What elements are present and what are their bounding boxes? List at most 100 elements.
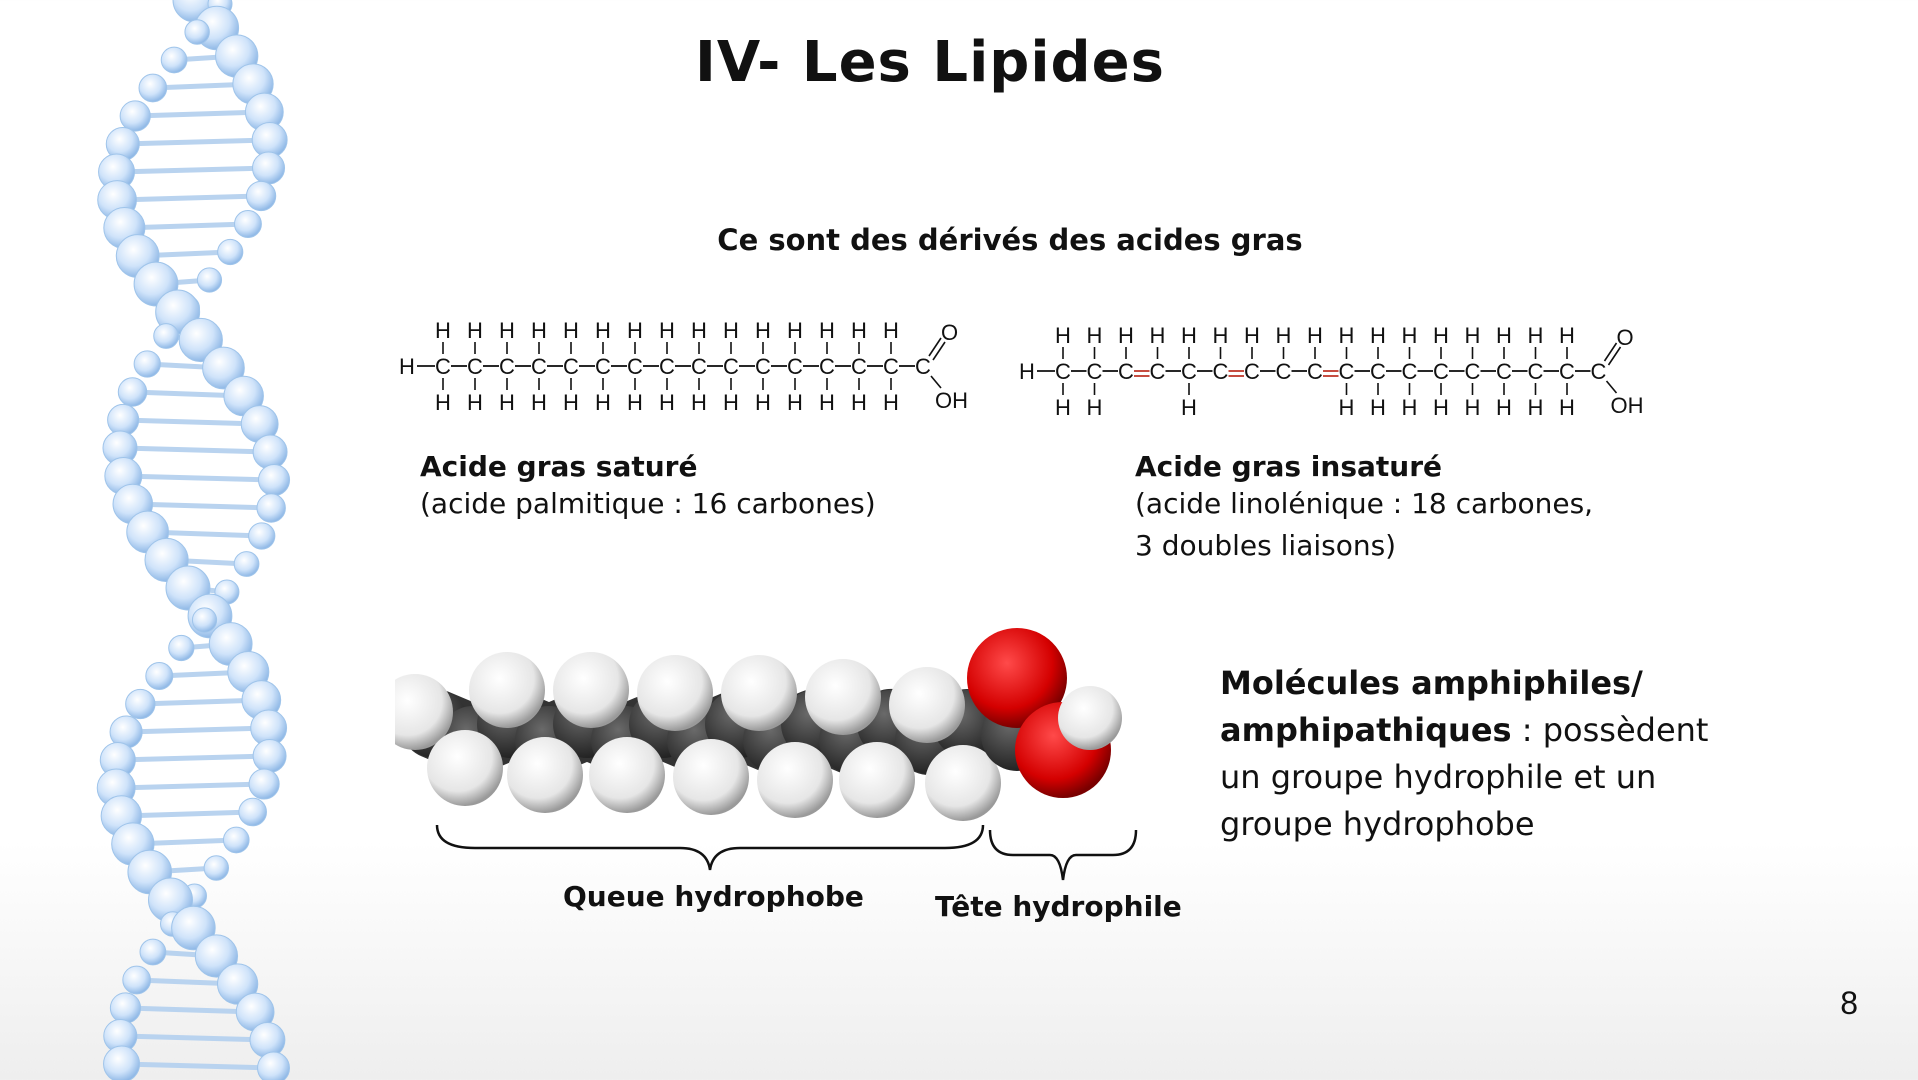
carbon-atom: C (659, 354, 675, 379)
carbon-atom: C (851, 354, 867, 379)
hydrogen-atom: H (1370, 323, 1386, 348)
hydrophile-brace (988, 829, 1138, 881)
carbon-atom: C (595, 354, 611, 379)
carbon-atom: C (1433, 359, 1449, 384)
hydrogen-atom: H (531, 318, 547, 343)
saturated-label: Acide gras saturé (420, 450, 698, 483)
helix-bead (203, 855, 230, 881)
hydrogen-atom: H (851, 390, 867, 415)
carbon-atom: C (1528, 359, 1544, 384)
hydrogen-atom: H (467, 390, 483, 415)
saturated-detail: (acide palmitique : 16 carbones) (420, 487, 876, 520)
hydrogen-atom-sphere (637, 655, 713, 731)
helix-bead (248, 768, 280, 800)
hydrogen-atom: H (691, 318, 707, 343)
helix-bead (252, 434, 288, 470)
oxygen-atom: O (941, 320, 958, 345)
bond (930, 375, 942, 389)
helix-bead (222, 826, 250, 854)
carbon-atom: C (787, 354, 803, 379)
bond (1605, 380, 1618, 394)
hydrogen-atom: H (1055, 395, 1071, 420)
helix-bead (119, 100, 151, 132)
carbon-atom: C (723, 354, 739, 379)
carbon-atom: C (819, 354, 835, 379)
hydrogen-atom: H (1087, 395, 1103, 420)
hydrogen-atom: H (1402, 323, 1418, 348)
hydrogen-atom: H (1118, 323, 1134, 348)
hydrogen-atom: H (627, 318, 643, 343)
helix-bead (122, 965, 152, 995)
hydrogen-atom: H (1433, 395, 1449, 420)
slide-title: IV- Les Lipides (695, 30, 1165, 95)
slide-subtitle: Ce sont des dérivés des acides gras (717, 223, 1303, 257)
saturated-caption: Acide gras saturé (acide palmitique : 16… (420, 450, 876, 525)
bond (1603, 342, 1618, 362)
helix-rung (140, 697, 262, 707)
hydrogen-atom: H (659, 390, 675, 415)
hydrogen-atom: H (595, 390, 611, 415)
amphiphilic-text-line2: : possèdent (1511, 711, 1709, 749)
hydrogen-atom: H (1150, 323, 1166, 348)
helix-rung (123, 417, 260, 427)
helix-bead (196, 267, 223, 293)
hydrogen-atom: H (1465, 323, 1481, 348)
helix-bead (252, 151, 286, 185)
hydrogen-atom-sphere (721, 655, 797, 731)
hydrogen-atom: H (1528, 395, 1544, 420)
carbon-atom: C (1370, 359, 1386, 384)
hydrogen-atom-sphere (839, 742, 915, 818)
carbon-atom: C (627, 354, 643, 379)
helix-rung (117, 753, 270, 763)
hydrogen-atom-sphere (805, 659, 881, 735)
amphiphilic-text-line4: groupe hydrophobe (1220, 805, 1535, 843)
helix-rung (119, 445, 271, 455)
space-filling-molecule-model (395, 628, 1122, 821)
hydrogen-atom: H (787, 318, 803, 343)
hydrogen-atom: H (723, 318, 739, 343)
hydrogen-atom-sphere (469, 652, 545, 728)
helix-bead (168, 634, 195, 662)
helix-bead (217, 238, 244, 266)
hydrogen-atom: H (1339, 323, 1355, 348)
carbon-atom: C (755, 354, 771, 379)
hydrophobe-brace (435, 824, 985, 871)
carbon-atom: C (1402, 359, 1418, 384)
carbon-atom: C (531, 354, 547, 379)
hydrogen-atom: H (883, 390, 899, 415)
unsaturated-caption: Acide gras insaturé (acide linolénique :… (1135, 450, 1593, 567)
hydrogen-atom: H (1244, 323, 1260, 348)
hydrogen-atom: H (1339, 395, 1355, 420)
helix-bead (249, 1022, 286, 1058)
oxygen-atom-sphere (967, 628, 1067, 728)
hydrogen-atom: H (1181, 323, 1197, 348)
carbon-atom: C (1055, 359, 1071, 384)
hydrogen-atom-sphere (925, 745, 1001, 821)
carbon-atom: C (1213, 359, 1229, 384)
hydrogen-atom: H (1019, 359, 1035, 384)
hydroxyl-group: OH (935, 388, 968, 413)
hydrogen-atom: H (435, 390, 451, 415)
hydrogen-atom-sphere (1058, 686, 1122, 750)
helix-bead (133, 350, 161, 378)
hydrogen-atom: H (595, 318, 611, 343)
carbon-atom: C (1181, 359, 1197, 384)
helix-rung (116, 781, 265, 791)
helix-rung (121, 1061, 274, 1071)
carbon-atom: C (1339, 359, 1355, 384)
helix-rung (135, 109, 265, 119)
hydrogen-atom: H (1181, 395, 1197, 420)
hydrogen-atom: H (755, 390, 771, 415)
hydrogen-atom-sphere (553, 652, 629, 728)
carbon-atom: C (1276, 359, 1292, 384)
helix-bead (184, 19, 210, 45)
hydrogen-atom: H (627, 390, 643, 415)
unsaturated-label: Acide gras insaturé (1135, 450, 1443, 483)
hydrogen-atom: H (883, 318, 899, 343)
amphiphilic-description: Molécules amphiphiles/ amphipathiques : … (1220, 660, 1740, 848)
carbon-atom: C (1591, 359, 1607, 384)
helix-rung (126, 725, 269, 735)
hydrogen-atom: H (691, 390, 707, 415)
helix-bead (138, 73, 168, 103)
